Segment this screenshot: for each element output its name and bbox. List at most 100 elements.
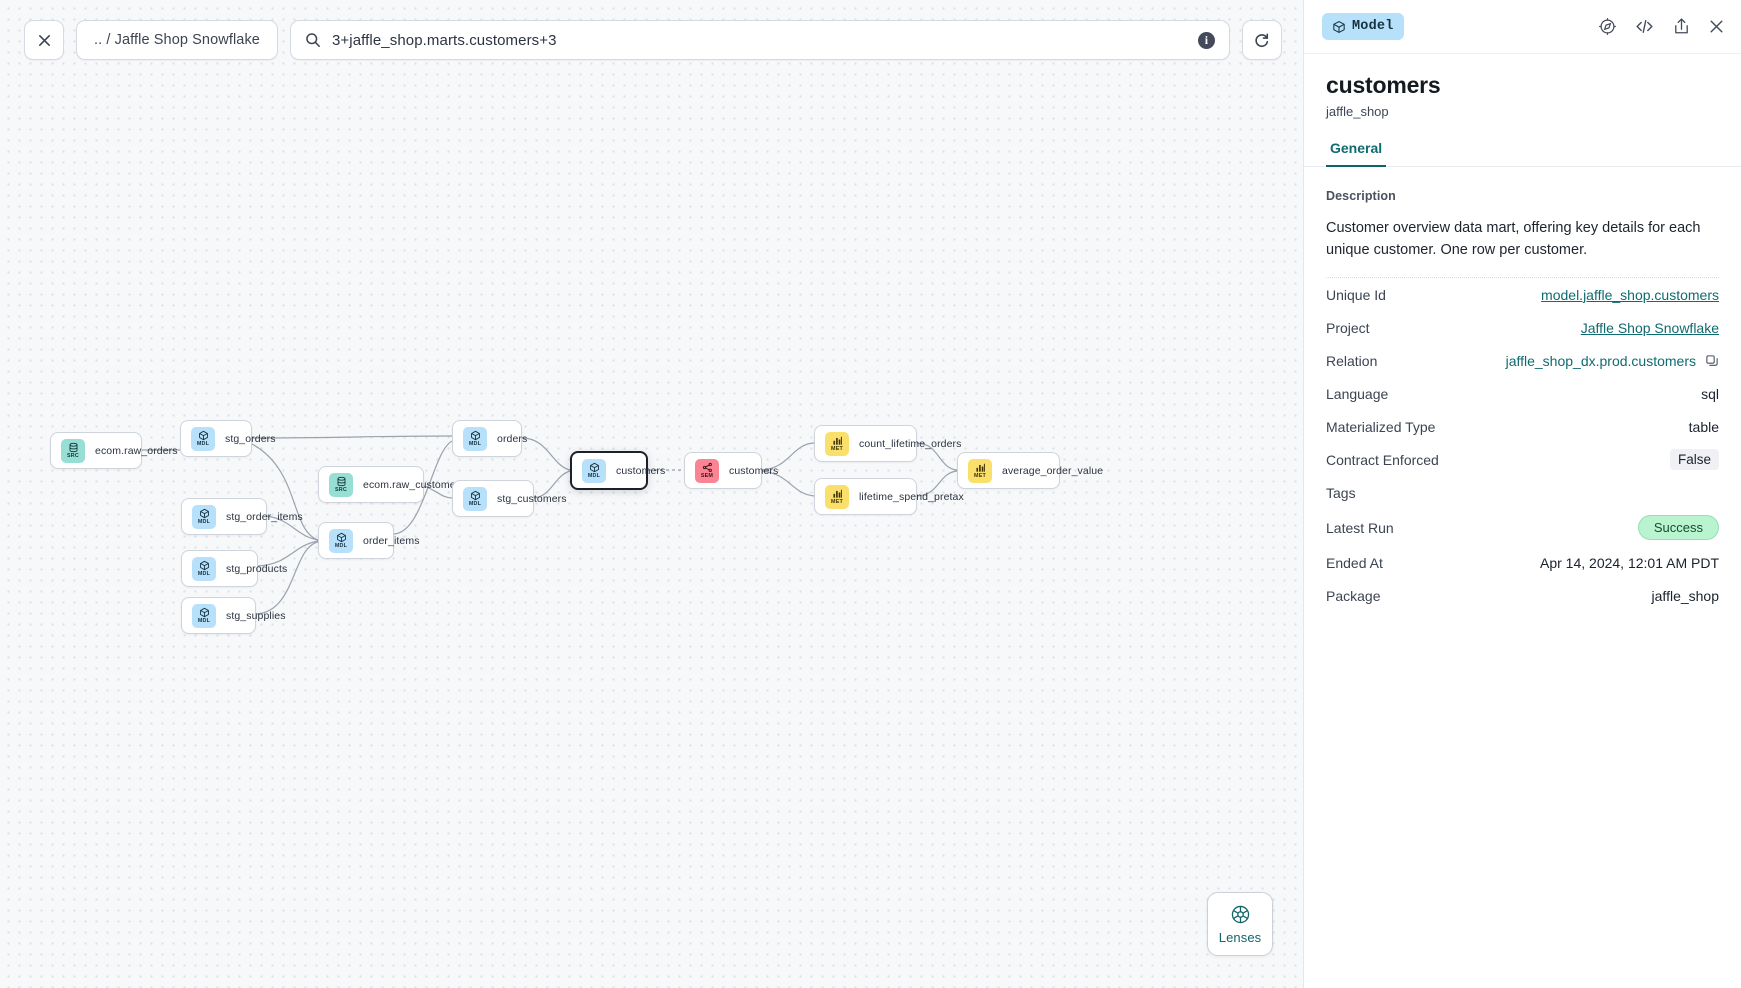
breadcrumb[interactable]: .. / Jaffle Shop Snowflake: [76, 20, 278, 60]
detail-row-key: Contract Enforced: [1326, 451, 1439, 468]
detail-row-value: sql: [1701, 385, 1719, 402]
copy-icon[interactable]: [1705, 354, 1719, 368]
graph-node-stg_orders[interactable]: MDL stg_orders: [180, 420, 276, 457]
detail-row: Unique Id model.jaffle_shop.customers: [1326, 278, 1719, 311]
panel-tabs: General: [1304, 140, 1741, 167]
status-badge: Success: [1637, 515, 1719, 541]
detail-row: Language sql: [1326, 377, 1719, 410]
detail-row-key: Package: [1326, 587, 1381, 604]
cube-icon: MDL: [582, 458, 606, 483]
details-panel: Model: [1303, 0, 1741, 988]
cube-icon: MDL: [463, 486, 487, 511]
lenses-button[interactable]: Lenses: [1207, 892, 1273, 956]
detail-row-key: Tags: [1326, 484, 1356, 501]
detail-row-value: False: [1669, 449, 1719, 471]
node-type-badge: Model: [1322, 13, 1404, 40]
detail-row-key: Relation: [1326, 352, 1378, 369]
graph-node-lifetime_spend_pretax[interactable]: MET lifetime_spend_pretax: [814, 478, 964, 515]
database-icon: SRC: [61, 438, 85, 463]
relation-link[interactable]: jaffle_shop_dx.prod.customers: [1505, 352, 1696, 369]
cube-icon: MDL: [192, 603, 216, 628]
search-icon: [306, 33, 320, 47]
graph-node-order_items[interactable]: MDL order_items: [318, 522, 419, 559]
lineage-search[interactable]: i: [289, 20, 1230, 60]
graph-node-label: average_order_value: [1002, 464, 1104, 477]
detail-row-value: jaffle_shop_dx.prod.customers: [1506, 353, 1719, 369]
search-input[interactable]: [331, 31, 1187, 49]
detail-row: Project Jaffle Shop Snowflake: [1326, 311, 1719, 344]
graph-node-label: count_lifetime_orders: [859, 437, 962, 450]
graph-node-label: ecom.raw_orders: [95, 444, 178, 457]
share-nodes-icon: SEM: [695, 458, 719, 483]
graph-node-label: orders: [497, 432, 528, 445]
refresh-icon: [1255, 32, 1269, 47]
node-type-label: Model: [1352, 19, 1394, 34]
detail-row-key: Ended At: [1326, 554, 1383, 571]
graph-node-label: stg_customers: [497, 492, 567, 505]
detail-row-value: Apr 14, 2024, 12:01 AM PDT: [1540, 554, 1719, 571]
detail-row: Package jaffle_shop: [1326, 579, 1719, 612]
panel-actions: [1598, 16, 1725, 37]
cube-icon: MDL: [329, 528, 353, 553]
description-text: Customer overview data mart, offering ke…: [1326, 220, 1701, 259]
detail-row: Tags: [1326, 476, 1719, 509]
cube-icon: MDL: [192, 504, 216, 529]
detail-row-value[interactable]: Jaffle Shop Snowflake: [1580, 319, 1719, 336]
panel-topbar: Model: [1304, 0, 1741, 54]
search-info-icon[interactable]: i: [1197, 31, 1215, 49]
graph-node-ecom_raw_customers[interactable]: SRC ecom.raw_customers: [318, 466, 464, 503]
description-label: Description: [1326, 189, 1396, 203]
explore-compass-icon[interactable]: [1598, 17, 1617, 36]
bar-chart-icon: MET: [968, 458, 992, 483]
graph-node-label: ecom.raw_customers: [363, 478, 465, 491]
refresh-button[interactable]: [1241, 20, 1282, 60]
share-icon[interactable]: [1672, 17, 1691, 36]
detail-row-key: Materialized Type: [1326, 418, 1436, 435]
cube-icon: MDL: [191, 426, 215, 451]
panel-header: customers jaffle_shop: [1304, 54, 1741, 119]
detail-row-value: jaffle_shop: [1651, 587, 1719, 604]
graph-node-label: order_items: [363, 534, 420, 547]
detail-row: Contract Enforced False: [1326, 443, 1719, 476]
graph-node-ecom_raw_orders[interactable]: SRC ecom.raw_orders: [50, 432, 178, 469]
graph-node-customers_mdl[interactable]: MDL customers: [570, 451, 665, 490]
cube-icon: MDL: [192, 556, 216, 581]
detail-row-key: Unique Id: [1326, 286, 1386, 303]
graph-node-label: stg_orders: [225, 432, 276, 445]
close-icon[interactable]: [1708, 18, 1725, 35]
code-icon[interactable]: [1634, 16, 1655, 37]
panel-subtitle: jaffle_shop: [1326, 104, 1389, 119]
detail-row-key: Project: [1326, 319, 1370, 336]
tab-general[interactable]: General: [1326, 140, 1387, 167]
graph-node-stg_products[interactable]: MDL stg_products: [181, 550, 287, 587]
detail-row: Ended At Apr 14, 2024, 12:01 AM PDT: [1326, 546, 1719, 579]
page-title: customers: [1326, 72, 1441, 98]
detail-row: Relation jaffle_shop_dx.prod.customers: [1326, 344, 1719, 377]
graph-node-label: stg_order_items: [226, 510, 303, 523]
graph-node-customers_sem[interactable]: SEM customers: [684, 452, 778, 489]
graph-node-stg_customers[interactable]: MDL stg_customers: [452, 480, 566, 517]
graph-node-label: stg_products: [226, 562, 288, 575]
graph-node-label: customers: [616, 464, 666, 477]
graph-node-stg_order_items[interactable]: MDL stg_order_items: [181, 498, 303, 535]
cube-icon: [1333, 20, 1345, 33]
graph-node-label: lifetime_spend_pretax: [859, 490, 964, 503]
lenses-label: Lenses: [1218, 929, 1262, 945]
canvas-toolbar: .. / Jaffle Shop Snowflake i: [24, 20, 1282, 60]
close-icon: [38, 34, 50, 46]
database-icon: SRC: [329, 472, 353, 497]
bar-chart-icon: MET: [825, 484, 849, 509]
close-lineage-button[interactable]: [24, 20, 64, 60]
detail-row-key: Language: [1326, 385, 1389, 402]
detail-row-value[interactable]: model.jaffle_shop.customers: [1541, 286, 1719, 303]
graph-node-average_order_value[interactable]: MET average_order_value: [957, 452, 1103, 489]
graph-node-label: customers: [729, 464, 779, 477]
detail-row-value: table: [1688, 418, 1719, 435]
